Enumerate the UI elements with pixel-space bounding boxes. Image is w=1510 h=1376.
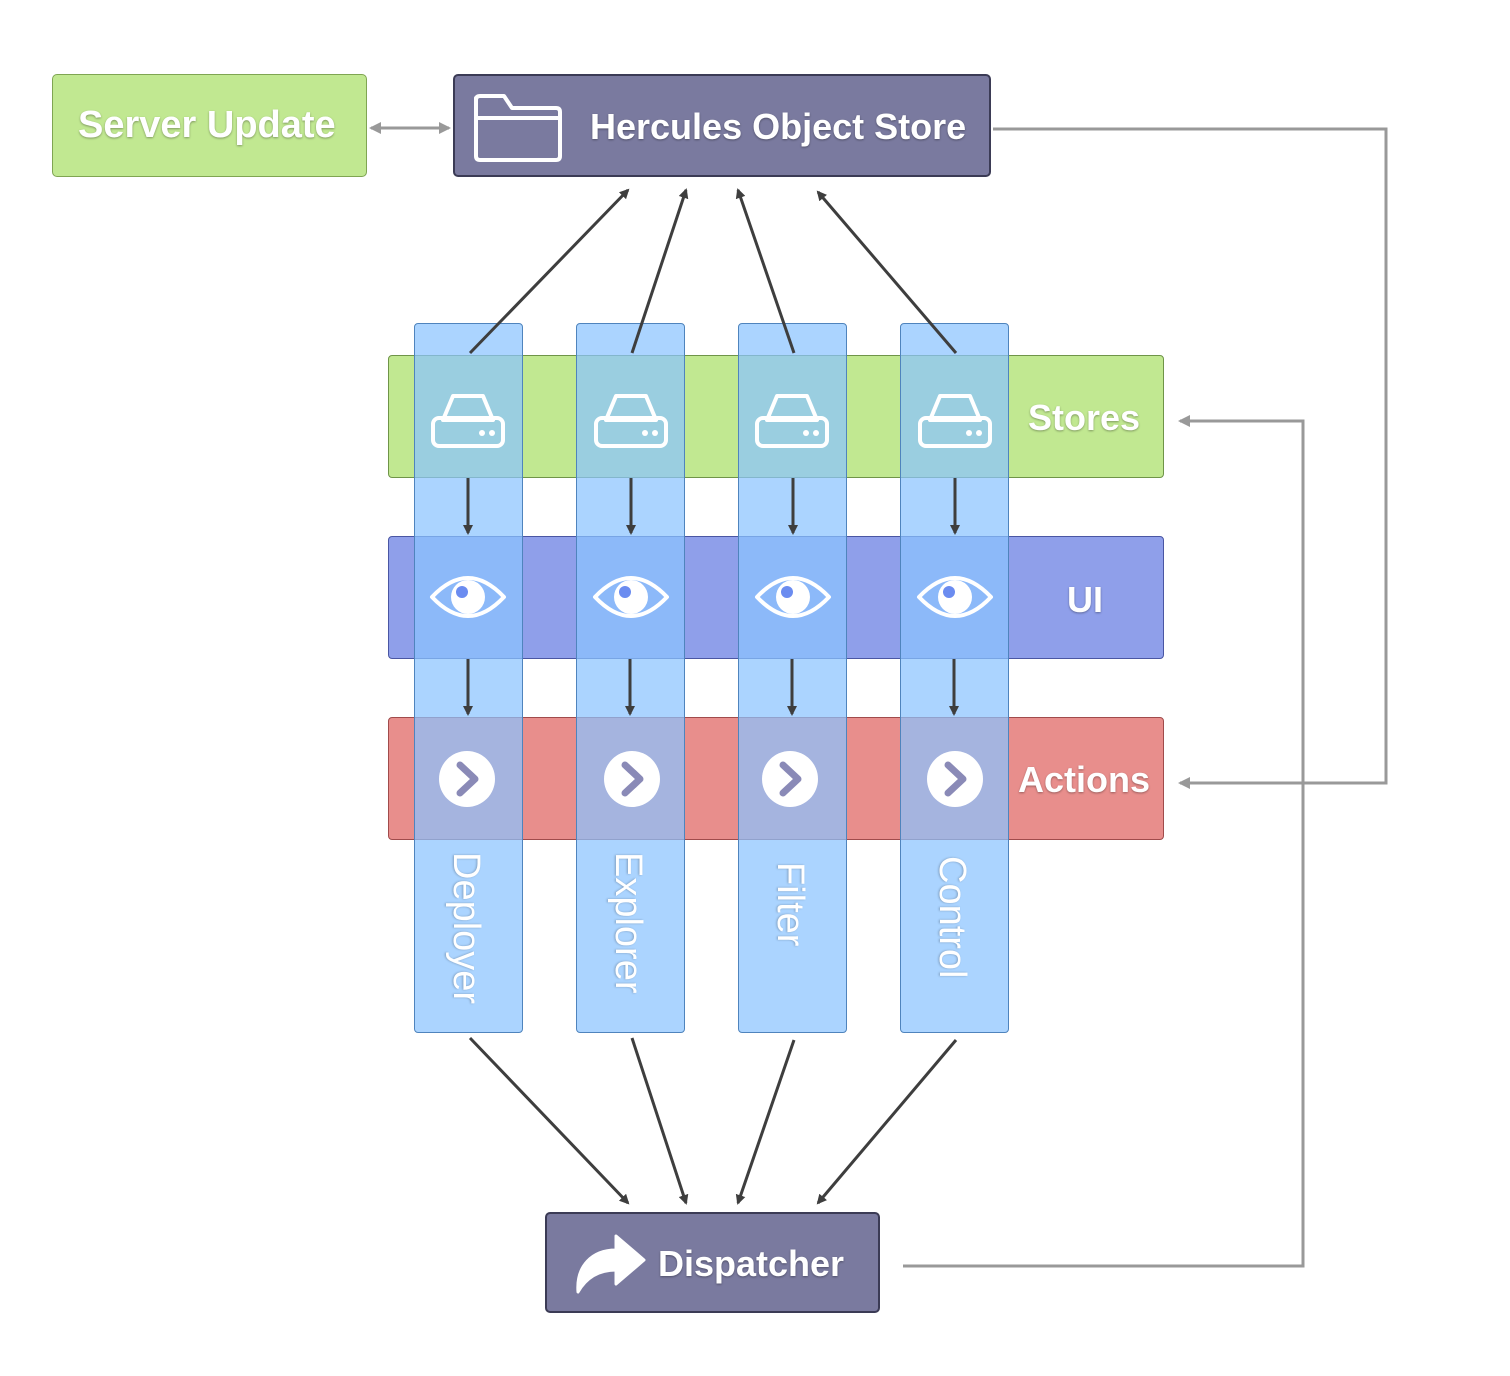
chevron-right-circle-icon: [927, 751, 983, 807]
arrow-control-to-dispatcher: [816, 1039, 958, 1205]
eye-icon: [593, 576, 669, 618]
object-store-label: Hercules Object Store: [590, 106, 967, 147]
server-update-node: [52, 74, 367, 177]
folder-icon: [474, 94, 562, 162]
arrow-deployer-to-dispatcher: [468, 1036, 630, 1205]
eye-icon: [917, 576, 993, 618]
arrow-control-to-object-store: [816, 190, 958, 354]
chevron-right-circle-icon: [604, 751, 660, 807]
arrow-explorer-to-object-store: [630, 188, 689, 354]
eye-icon: [430, 576, 506, 618]
arrow-deployer-to-object-store: [468, 188, 630, 355]
eye-icon: [755, 576, 831, 618]
arrow-dispatcher-to-stores: [903, 415, 1305, 1268]
hard-drive-icon: [594, 394, 668, 448]
chevron-right-circle-icon: [439, 751, 495, 807]
hard-drive-icon: [431, 394, 505, 448]
hard-drive-icon: [918, 394, 992, 448]
chevron-right-circle-icon: [762, 751, 818, 807]
arrow-filter-to-dispatcher: [735, 1039, 796, 1205]
arrow-filter-to-object-store: [735, 188, 796, 354]
hard-drive-icon: [755, 394, 829, 448]
stores-label: Stores: [1028, 397, 1141, 438]
dispatcher-label: Dispatcher: [658, 1243, 845, 1284]
server-update-label: Server Update: [78, 104, 336, 146]
arrow-explorer-to-dispatcher: [630, 1037, 689, 1205]
share-arrow-icon: [576, 1234, 646, 1294]
ui-label: UI: [1067, 579, 1103, 620]
arrow-object-store-to-actions: [993, 127, 1388, 789]
actions-label: Actions: [1018, 759, 1151, 800]
